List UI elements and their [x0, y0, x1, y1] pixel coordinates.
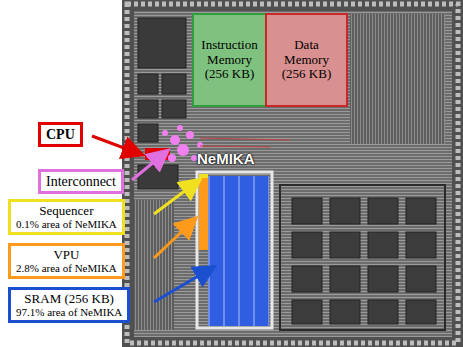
label-heading: CPU	[46, 127, 75, 142]
callout-box: Interconnect	[38, 169, 124, 194]
callout-box: Sequencer0.1% area of NeMIKA	[8, 199, 125, 235]
label-heading: VPU	[16, 248, 117, 262]
accelerator-region: NeMIKA	[175, 146, 279, 334]
region-title: NeMIKA	[197, 150, 255, 167]
memory-block: Instruction Memory (256 KB)	[193, 14, 266, 106]
label-heading: Data Memory (256 KB)	[276, 38, 338, 83]
label-note: 0.1% area of NeMIKA	[16, 218, 117, 230]
callout-box: SRAM (256 KB)97.1% area of NeMIKA	[8, 287, 130, 323]
memory-block: Data Memory (256 KB)	[266, 14, 347, 106]
label-note: 2.8% area of NeMIKA	[16, 262, 117, 274]
label-heading: Instruction Memory (256 KB)	[196, 38, 264, 83]
callout-box: VPU2.8% area of NeMIKA	[8, 243, 125, 279]
label-note: 97.1% area of NeMIKA	[16, 306, 122, 318]
label-heading: Sequencer	[16, 204, 117, 218]
label-heading: SRAM (256 KB)	[16, 292, 122, 306]
label-heading: Interconnect	[46, 174, 116, 189]
callout-box: CPU	[38, 122, 83, 147]
